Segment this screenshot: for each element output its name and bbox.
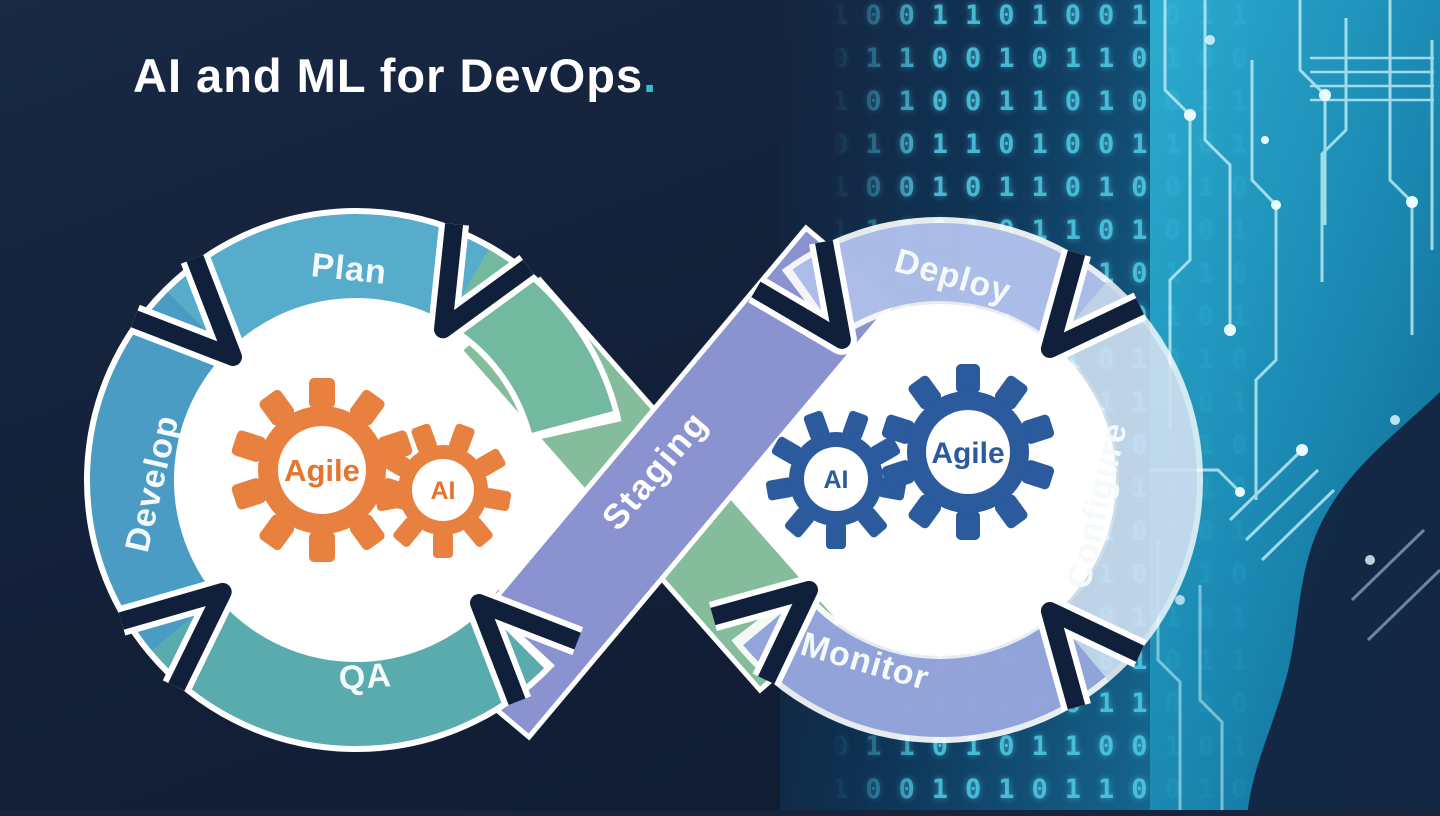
plan-arc	[167, 214, 489, 352]
right-agile-gear: Agile	[881, 364, 1055, 540]
left-loop-ring	[84, 208, 622, 752]
develop-arc	[90, 291, 228, 651]
title-text: AI and ML for DevOps	[133, 49, 644, 102]
right-agile-gear-label: Agile	[931, 437, 1004, 470]
page-title: AI and ML for DevOps.	[133, 48, 657, 103]
circuit-vias	[1175, 35, 1418, 605]
left-agile-gear-label: Agile	[284, 453, 360, 488]
monitor-arc	[743, 594, 1106, 737]
title-accent-dot: .	[643, 49, 658, 102]
deploy-arc	[792, 223, 1106, 344]
left-agile-gear: Agile	[231, 378, 413, 562]
flow-notches	[117, 222, 1147, 712]
left-ai-gear: AI	[374, 423, 512, 558]
left-ai-gear-label: AI	[431, 477, 456, 505]
plan-label: Plan	[309, 246, 388, 292]
right-ai-gear: AI	[765, 410, 907, 549]
qa-arc	[152, 596, 545, 746]
head-silhouette	[1248, 392, 1440, 810]
qa-label: QA	[337, 656, 393, 698]
right-ai-gear-label: AI	[824, 466, 849, 494]
configure-arc	[1054, 283, 1197, 677]
